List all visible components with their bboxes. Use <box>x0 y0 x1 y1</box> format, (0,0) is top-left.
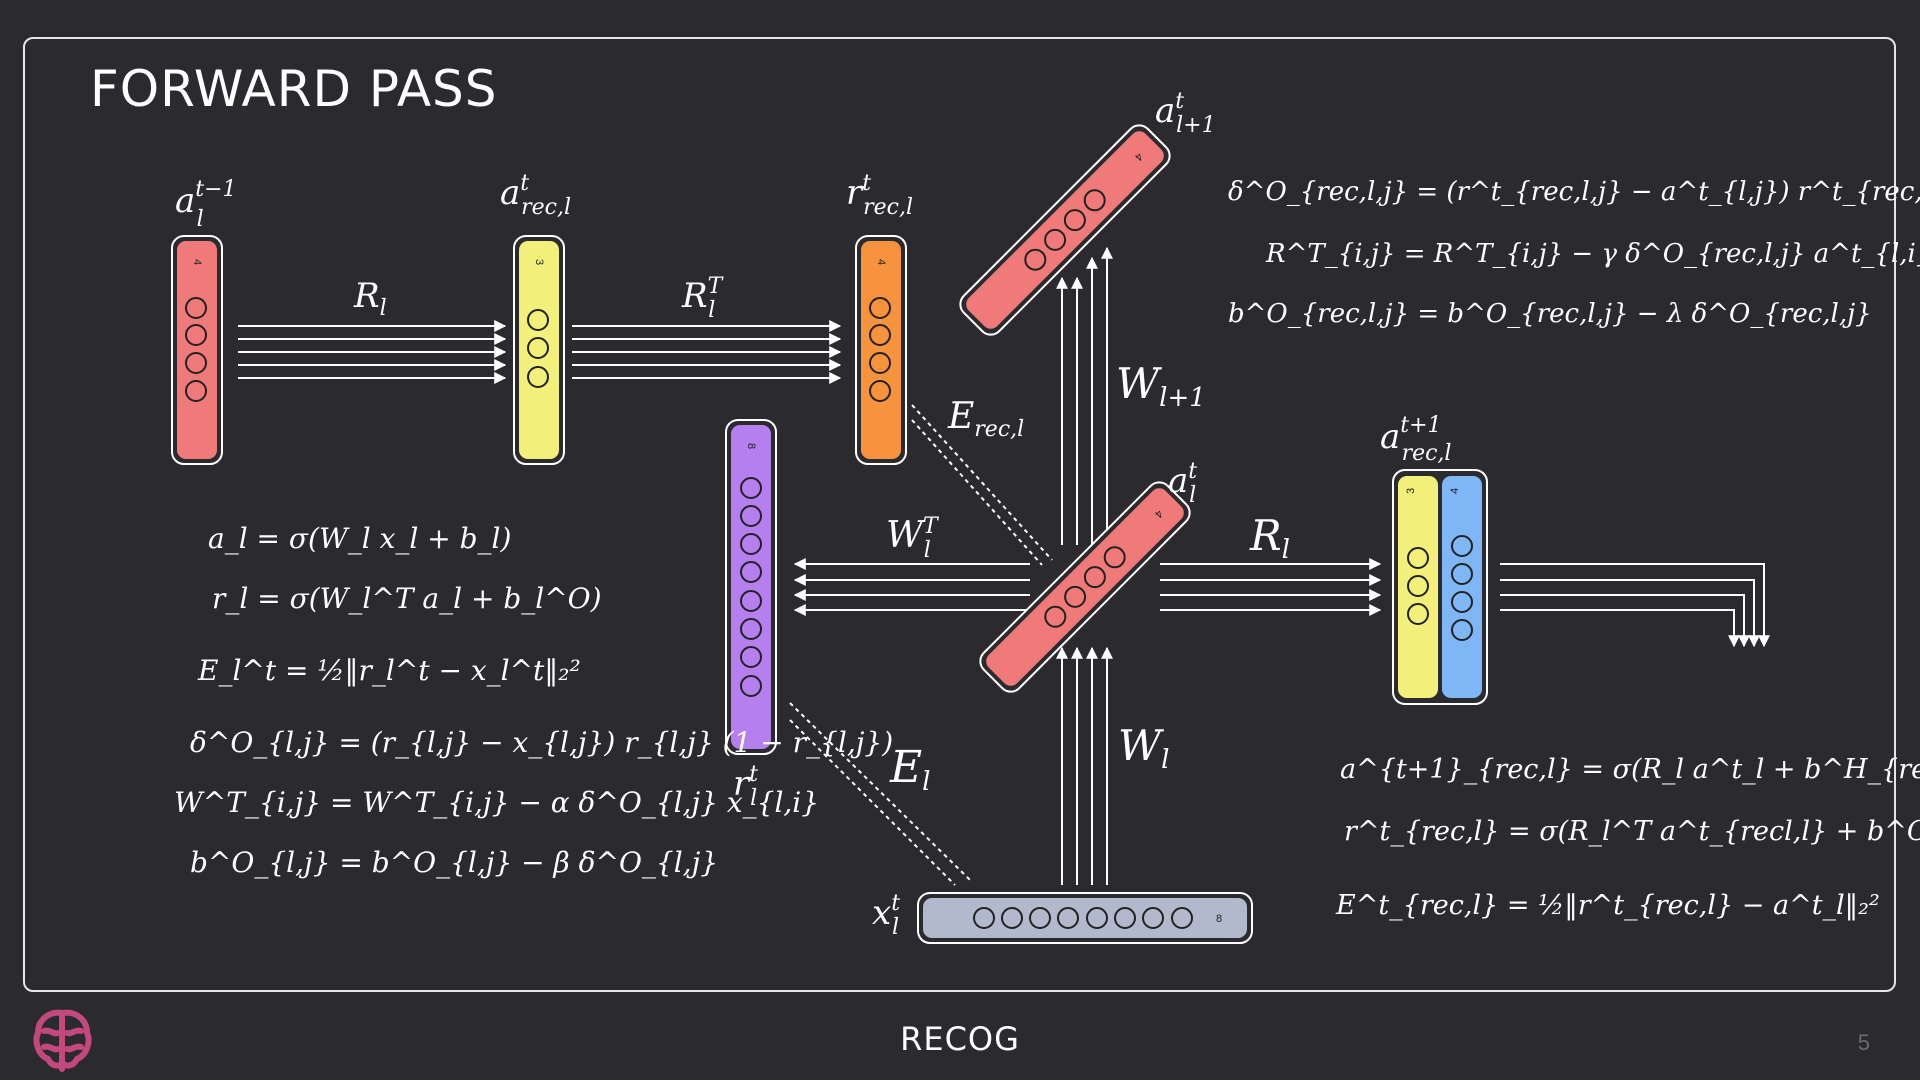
vector-a-next: 4 <box>959 124 1171 336</box>
label-R-l-right: Rl <box>1249 511 1290 565</box>
arrows-R-l-T <box>572 320 842 384</box>
equation: R^T_{i,j} = R^T_{i,j} − γ δ^O_{rec,l,j} … <box>1265 239 1920 269</box>
vector-r-l: 8 <box>725 419 777 755</box>
error-lines-E-rec <box>911 404 1053 566</box>
equation: a_l = σ(W_l x_l + b_l) <box>208 522 511 555</box>
label-W-l: Wl <box>1118 721 1170 775</box>
vector-x-l: 8 <box>917 892 1253 944</box>
arrows-R-l-right <box>1160 558 1382 616</box>
equations-left: a_l = σ(W_l x_l + b_l) r_l = σ(W_l^T a_l… <box>174 522 893 879</box>
arrows-W-l1 <box>1056 246 1113 545</box>
size-label: 4 <box>191 259 203 265</box>
equation: E^t_{rec,l} = ½‖r^t_{rec,l} − a^t_l‖₂² <box>1335 890 1880 921</box>
equation: E_l^t = ½‖r_l^t − x_l^t‖₂² <box>197 654 581 687</box>
equation: r^t_{rec,l} = σ(R_l^T a^t_{recl,l} + b^O… <box>1344 816 1920 847</box>
label-E-rec: Erec,l <box>947 396 1024 442</box>
equations-bottom-right: a^{t+1}_{rec,l} = σ(R_l a^t_l + b^H_{rec… <box>1335 754 1920 921</box>
equations-top-right: δ^O_{rec,l,j} = (r^t_{rec,l,j} − a^t_{l,… <box>1228 177 1920 329</box>
vector-r-rec: 4 <box>855 235 907 465</box>
equation: r_l = σ(W_l^T a_l + b_l^O) <box>212 582 602 615</box>
equation: b^O_{rec,l,j} = b^O_{rec,l,j} − λ δ^O_{r… <box>1228 299 1872 329</box>
label-E-l: El <box>889 742 930 797</box>
label-W-l1: Wl+1 <box>1116 359 1206 413</box>
equation: δ^O_{rec,l,j} = (r^t_{rec,l,j} − a^t_{l,… <box>1228 177 1920 207</box>
footer-brand: RECOG <box>900 1020 1020 1058</box>
page-number: 5 <box>1857 1030 1870 1055</box>
equation: b^O_{l,j} = b^O_{l,j} − β δ^O_{l,j} <box>190 846 718 879</box>
size-label: 8 <box>1216 913 1222 925</box>
vector-a-rec: 3 <box>513 235 565 465</box>
size-label: 3 <box>533 259 545 265</box>
error-lines-E-l <box>789 702 971 886</box>
brain-logo-icon <box>33 1009 92 1072</box>
size-label: 4 <box>875 259 887 265</box>
equation: δ^O_{l,j} = (r_{l,j} − x_{l,j}) r_{l,j} … <box>190 726 893 759</box>
slide-title: FORWARD PASS <box>90 60 498 118</box>
arrows-output <box>1500 563 1770 648</box>
vector-a-l: 4 <box>979 481 1191 693</box>
arrows-R-l <box>238 320 507 384</box>
vector-a-rec-next: 3 4 <box>1392 469 1488 705</box>
equation: W^T_{i,j} = W^T_{i,j} − α δ^O_{l,j} x_{l… <box>174 786 819 819</box>
size-label: 8 <box>745 443 757 449</box>
size-label-right: 4 <box>1449 488 1461 494</box>
arrows-W-l <box>1056 646 1113 885</box>
vector-a-prev: 4 <box>171 235 223 465</box>
size-label-left: 3 <box>1405 488 1417 494</box>
equation: a^{t+1}_{rec,l} = σ(R_l a^t_l + b^H_{rec… <box>1340 754 1920 785</box>
arrows-W-l-T <box>793 558 1030 616</box>
slide-frame <box>23 37 1896 992</box>
label-R-l: Rl <box>353 276 387 321</box>
